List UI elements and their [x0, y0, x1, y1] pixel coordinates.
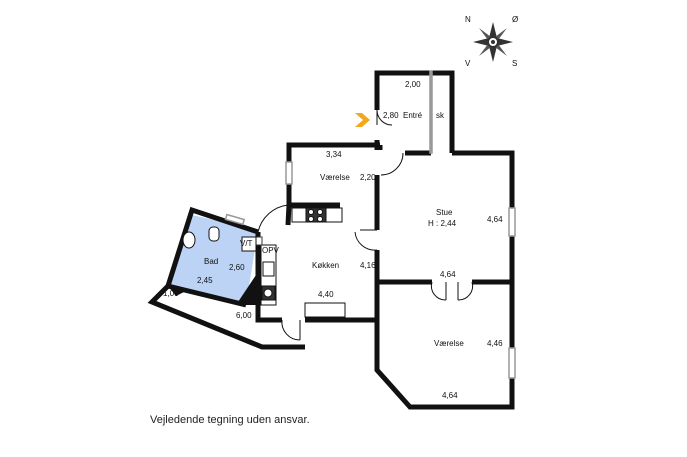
balcony-outline	[147, 284, 305, 350]
vaerelse-bottom-name: Værelse	[434, 339, 464, 348]
entre-width: 2,00	[405, 80, 421, 89]
entre-name: Entré	[403, 111, 423, 120]
disclaimer: Vejledende tegning uden ansvar.	[150, 414, 310, 426]
bath-shaft	[236, 272, 258, 305]
bad-vt: V/T	[240, 239, 253, 248]
compass-v: V	[465, 59, 471, 68]
doors	[257, 109, 474, 341]
vaerelse-bottom-width: 4,64	[442, 391, 458, 400]
altan-depth: 1,00	[163, 289, 179, 298]
bath-corner	[168, 286, 186, 296]
bath-fixtures	[182, 226, 257, 252]
bad-name: Bad	[204, 257, 218, 266]
compass-o: Ø	[512, 15, 518, 24]
stue-name: Stue	[436, 208, 453, 217]
vaerelse-bottom-depth: 4,46	[487, 339, 503, 348]
compass-n: N	[465, 15, 471, 24]
windows	[224, 70, 516, 379]
stue-height: H : 2,44	[428, 219, 457, 228]
bad-opv: OPV	[262, 246, 280, 255]
kokken-depth: 4,16	[360, 261, 376, 270]
entre-closet: sk	[436, 111, 445, 120]
compass-s: S	[512, 59, 517, 68]
kitchen-fixtures	[249, 207, 346, 318]
vaerelse-top-depth: 2,20	[360, 173, 376, 182]
kokken-width: 4,40	[318, 290, 334, 299]
bad-width: 2,45	[197, 276, 213, 285]
entre-depth: 2,80	[383, 111, 399, 120]
vaerelse-top-name: Værelse	[320, 173, 350, 182]
stue-depth: 4,64	[487, 215, 503, 224]
entrance-arrow-icon	[355, 113, 370, 127]
compass-icon	[473, 22, 513, 62]
vaerelse-top-width: 3,34	[326, 150, 342, 159]
stue-width: 4,64	[440, 270, 456, 279]
bad-depth: 2,60	[229, 263, 245, 272]
altan-width: 6,00	[236, 311, 252, 320]
kokken-name: Køkken	[312, 261, 339, 270]
